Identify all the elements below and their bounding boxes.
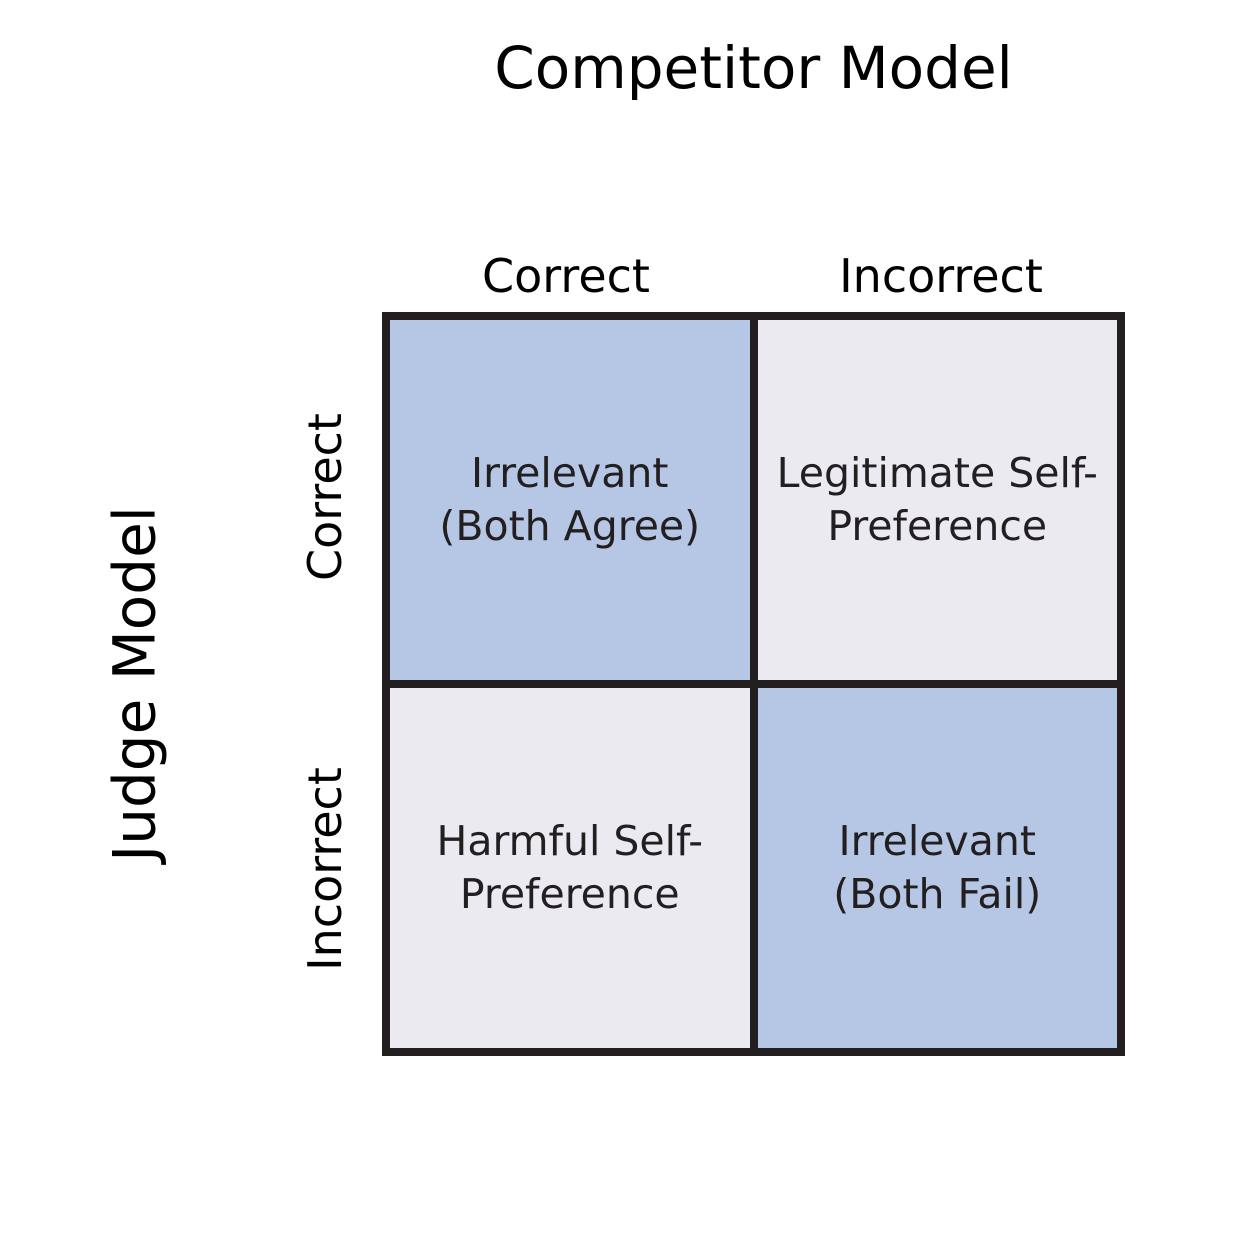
matrix-cell-correct-correct[interactable]: Irrelevant (Both Agree) xyxy=(390,320,750,680)
row-axis-title: Judge Model xyxy=(100,506,169,862)
row-header-incorrect: Incorrect xyxy=(297,767,352,971)
column-axis-title: Competitor Model xyxy=(494,34,1013,102)
matrix-cell-label: Irrelevant (Both Agree) xyxy=(439,448,701,550)
matrix-cell-incorrect-correct[interactable]: Harmful Self- Preference xyxy=(390,688,750,1048)
matrix-cell-label: Legitimate Self- Preference xyxy=(776,448,1098,550)
row-header-correct: Correct xyxy=(297,413,352,581)
matrix-cell-correct-incorrect[interactable]: Legitimate Self- Preference xyxy=(757,320,1117,680)
column-header-incorrect: Incorrect xyxy=(839,249,1043,303)
column-header-correct: Correct xyxy=(482,249,650,303)
matrix-cell-incorrect-incorrect[interactable]: Irrelevant (Both Fail) xyxy=(757,688,1117,1048)
matrix-cell-label: Irrelevant (Both Fail) xyxy=(833,816,1042,918)
matrix-grid: Irrelevant (Both Agree) Legitimate Self-… xyxy=(382,312,1125,1056)
matrix-cell-label: Harmful Self- Preference xyxy=(436,816,704,918)
